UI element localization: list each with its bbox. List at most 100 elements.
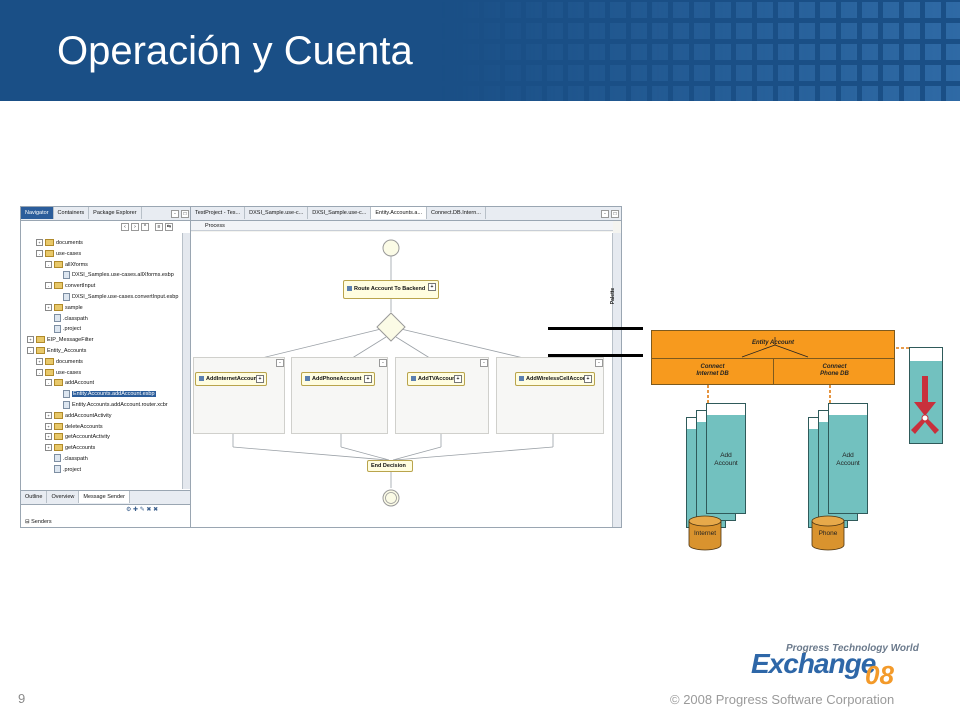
tree-expander-icon[interactable]: - bbox=[27, 347, 34, 355]
collapse-icon[interactable]: - bbox=[276, 359, 284, 367]
tree-item[interactable]: .classpath bbox=[21, 314, 181, 325]
tree-expander-icon[interactable]: + bbox=[45, 444, 52, 452]
node-add-wireless[interactable]: AddWirelessCellAccount+ bbox=[515, 372, 595, 386]
tree-item-label: EIP_MessageFilter bbox=[47, 337, 94, 344]
tree-item[interactable]: .classpath bbox=[21, 454, 181, 465]
link-icon[interactable]: ⇆ bbox=[165, 223, 173, 231]
add-account-label: Add Account bbox=[836, 452, 860, 467]
tree-item[interactable]: +getAccounts bbox=[21, 443, 181, 454]
node-route[interactable]: Route Account To Backend+ bbox=[343, 280, 439, 299]
tree-item-label: DXSI_Sample.use-cases.convertInput.esbp bbox=[72, 293, 179, 300]
maximize-icon[interactable]: □ bbox=[181, 210, 189, 218]
tree-expander-icon[interactable]: + bbox=[45, 433, 52, 441]
tree-expander-icon[interactable]: + bbox=[36, 239, 43, 247]
message-sender-toolbar[interactable]: ⚙ ✚ ✎ ✖ ✖ bbox=[126, 507, 159, 513]
tab-outline[interactable]: Outline bbox=[21, 491, 48, 503]
tree-expander-icon[interactable]: - bbox=[36, 249, 43, 257]
tab-message-sender[interactable]: Message Sender bbox=[79, 491, 130, 503]
tree-item-label: addAccount bbox=[65, 380, 95, 387]
tree-item[interactable]: Entity.Accounts.addAccount.esbp bbox=[21, 389, 181, 400]
start-event-icon[interactable] bbox=[381, 238, 401, 258]
tab-overview[interactable]: Overview bbox=[47, 491, 80, 503]
tree-expander-icon[interactable]: + bbox=[36, 357, 43, 365]
tree-item[interactable]: .project bbox=[21, 465, 181, 476]
tree-item[interactable]: +deleteAccounts bbox=[21, 422, 181, 433]
connector-line bbox=[548, 327, 643, 330]
editor-tab[interactable]: DXSI_Sample.use-c... bbox=[245, 207, 309, 219]
tree-item[interactable]: -convertInput bbox=[21, 281, 181, 292]
editor-tab[interactable]: Connect.DB.Intern... bbox=[427, 207, 486, 219]
connect-phone-label: Connect Phone DB bbox=[820, 364, 849, 377]
expand-icon[interactable]: + bbox=[454, 375, 462, 383]
tree-item[interactable]: -Entity_Accounts bbox=[21, 346, 181, 357]
tab-package-explorer[interactable]: Package Explorer bbox=[89, 207, 142, 219]
back-icon[interactable]: ‹ bbox=[121, 223, 129, 231]
collapse-icon[interactable]: - bbox=[379, 359, 387, 367]
minimize-icon[interactable]: - bbox=[171, 210, 179, 218]
tree-item[interactable]: -use-cases bbox=[21, 249, 181, 260]
tree-expander-icon[interactable]: + bbox=[27, 336, 34, 344]
tree-expander-icon[interactable]: - bbox=[45, 379, 52, 387]
tree-item-label: use-cases bbox=[56, 369, 82, 376]
tree-expander-icon[interactable]: + bbox=[45, 422, 52, 430]
tree-item[interactable]: +addAccountActivity bbox=[21, 411, 181, 422]
node-end-decision[interactable]: End Decision bbox=[367, 460, 413, 472]
tree-expander-icon[interactable]: - bbox=[45, 282, 52, 290]
copyright: © 2008 Progress Software Corporation bbox=[670, 692, 895, 707]
collapse-all-icon[interactable]: ≡ bbox=[155, 223, 163, 231]
editor-tab[interactable]: DXSI_Sample.use-c... bbox=[308, 207, 372, 219]
tree-item[interactable]: +documents bbox=[21, 357, 181, 368]
file-icon bbox=[63, 270, 70, 279]
connector-line bbox=[548, 354, 643, 357]
tree-item[interactable]: DXSI_Sample.use-cases.convertInput.esbp bbox=[21, 292, 181, 303]
tree-item[interactable]: +documents bbox=[21, 238, 181, 249]
service-card bbox=[706, 414, 746, 514]
forward-icon[interactable]: › bbox=[131, 223, 139, 231]
process-canvas[interactable]: Route Account To Backend+ - - - - AddInt… bbox=[191, 232, 613, 527]
logo-tagline: Progress Technology World bbox=[786, 643, 919, 654]
decision-diamond-icon[interactable] bbox=[376, 312, 406, 342]
editor-tab-active[interactable]: Entity.Accounts.a... bbox=[371, 207, 428, 219]
tree-item[interactable]: +sample bbox=[21, 303, 181, 314]
editor-tab[interactable]: TestProject - Tes... bbox=[191, 207, 246, 219]
file-icon bbox=[54, 314, 61, 323]
maximize-icon[interactable]: □ bbox=[611, 210, 619, 218]
tree-expander-icon[interactable]: + bbox=[45, 411, 52, 419]
folder-icon bbox=[45, 357, 54, 365]
node-add-tv[interactable]: AddTVAccount+ bbox=[407, 372, 465, 386]
collapse-icon[interactable]: - bbox=[480, 359, 488, 367]
tree-expander-icon[interactable]: + bbox=[45, 303, 52, 311]
tab-containers[interactable]: Containers bbox=[54, 207, 90, 219]
process-tab[interactable]: Process bbox=[191, 221, 613, 231]
palette-panel[interactable]: Palette bbox=[610, 233, 621, 527]
node-add-internet[interactable]: AddInternetAccount+ bbox=[195, 372, 267, 386]
expand-icon[interactable]: + bbox=[428, 283, 436, 291]
tree-expander-icon[interactable]: - bbox=[45, 260, 52, 268]
minimize-icon[interactable]: - bbox=[601, 210, 609, 218]
tab-navigator[interactable]: Navigator bbox=[21, 207, 54, 219]
tree-item[interactable]: -allXforms bbox=[21, 260, 181, 271]
end-event-icon[interactable] bbox=[381, 488, 401, 508]
collapse-icon[interactable]: - bbox=[595, 359, 603, 367]
tree-item[interactable]: DXSI_Samples.use-cases.allXforms.esbp bbox=[21, 270, 181, 281]
tree-item[interactable]: + EIP_MessageFilter bbox=[21, 335, 181, 346]
senders-item[interactable]: ⊟ Senders bbox=[25, 519, 52, 525]
tree-expander-icon[interactable]: - bbox=[36, 368, 43, 376]
entity-account-bus: Entity Account Connect Internet DB Conne… bbox=[651, 330, 895, 385]
page-number: 9 bbox=[18, 691, 26, 706]
router-card-top bbox=[909, 347, 943, 361]
slide-header bbox=[0, 0, 960, 101]
node-add-phone[interactable]: AddPhoneAccount+ bbox=[301, 372, 375, 386]
expand-icon[interactable]: + bbox=[584, 375, 592, 383]
tree-item[interactable]: +getAccountActivity bbox=[21, 432, 181, 443]
step-icon bbox=[305, 376, 310, 382]
tree-item[interactable]: Entity.Accounts.addAccount.router.xcbr bbox=[21, 400, 181, 411]
swimlane bbox=[193, 357, 285, 434]
expand-icon[interactable]: + bbox=[256, 375, 264, 383]
tree-item[interactable]: - use-cases bbox=[21, 368, 181, 379]
navigator-scrollbar[interactable] bbox=[182, 233, 190, 489]
up-icon[interactable]: ^ bbox=[141, 223, 149, 231]
tree-item[interactable]: - addAccount bbox=[21, 378, 181, 389]
tree-item[interactable]: .project bbox=[21, 324, 181, 335]
expand-icon[interactable]: + bbox=[364, 375, 372, 383]
